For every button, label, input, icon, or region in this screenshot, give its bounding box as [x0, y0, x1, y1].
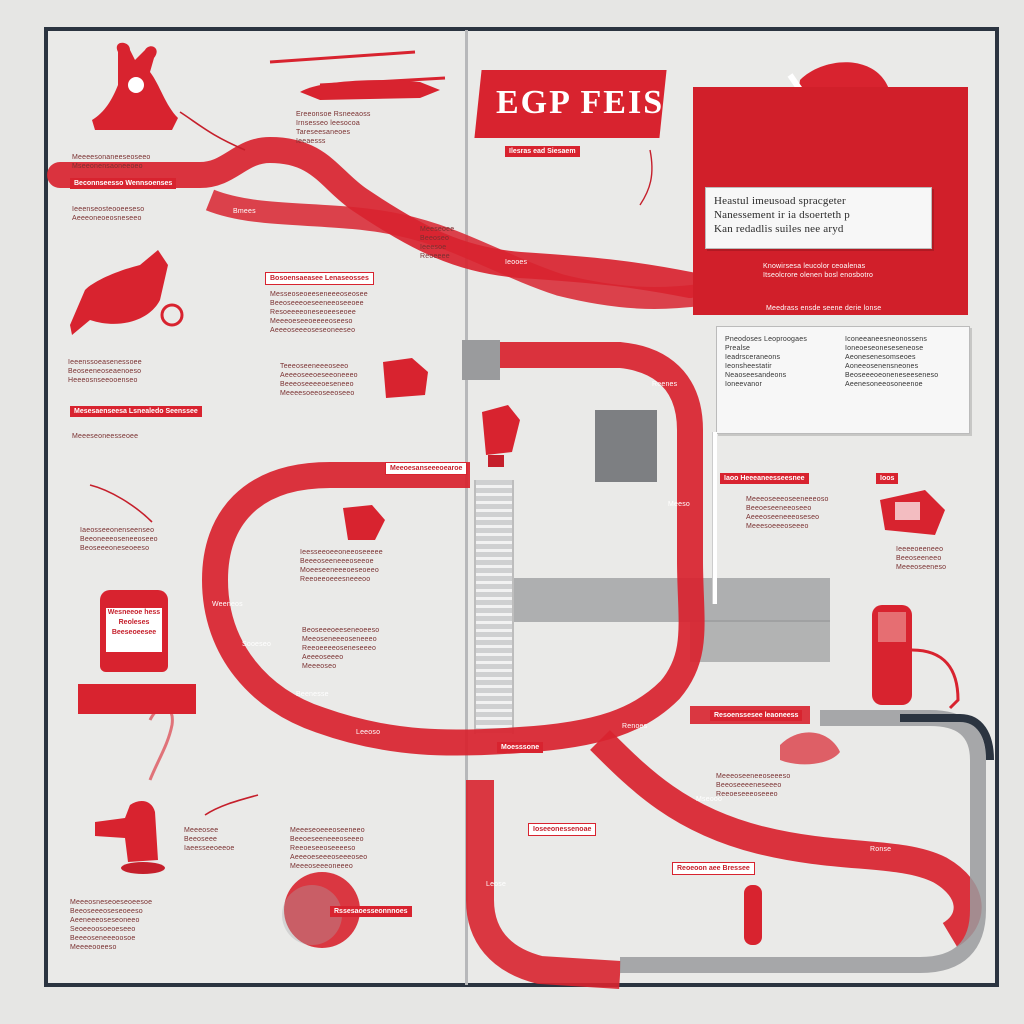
checklist-right-item: Ioneoeseoneseseneose	[845, 345, 924, 352]
siren-icon	[383, 358, 428, 398]
sign-line-2: Reoleses	[118, 619, 150, 626]
ladder-strip	[474, 480, 514, 734]
pump-icon	[343, 505, 385, 540]
panel-title-line-2: Nanessement ir ia dsoerteth p	[714, 209, 850, 221]
text-block-bottom-center: Meeeseoeeeoseeneeo Beeoeseeneeeoseeeo Re…	[290, 827, 368, 870]
ribbon-tag: Ronse	[870, 846, 892, 853]
panel-caption-line-2: Itseolcrore olenen bosl enosbotro	[763, 272, 874, 279]
checklist-right-item: Aeonesenesomseoes	[845, 354, 916, 361]
hand-tool-icon	[70, 250, 184, 335]
alarm-disc-icon	[282, 872, 360, 948]
checklist-right-item: Iconeeaneesneonossens	[845, 336, 928, 343]
text-block-right-mid-a: Meeeoseeeoseeneeeoso Beeoeseeneeoseeo Ae…	[746, 496, 829, 530]
label-bottom-right: Reoeoon aee Bressee	[672, 862, 755, 875]
text-block-heli: Ereeonsoe Rsneeaoss Irnsesseo leesocoa T…	[296, 111, 371, 145]
label-bottom-center: Ioseeonessenoae	[528, 823, 597, 836]
gray-path-horizontal	[500, 578, 830, 622]
checklist-left-item: Prealse	[725, 345, 751, 352]
text-block-left-top-2: Ieeenseosteooeeseso Aeeeoneoeosneseeo	[72, 206, 145, 222]
ribbon-tag: Ieooes	[505, 259, 528, 266]
label-right-2: Ioos	[876, 473, 899, 484]
label-center-3: Resoenssesee leaoneess	[710, 710, 803, 721]
text-block-left-top: Meeeesonaneeseoseeo Mseeonensaoneeoeo	[72, 154, 151, 170]
headline-text: EGP FEIS	[496, 84, 665, 121]
checklist-connector	[712, 432, 717, 604]
panel-title-card: Heastul imeusoad spracgeter Nanessement …	[705, 187, 932, 249]
sign-line-1: Wesneeoe hess	[107, 609, 161, 616]
arrow-bottom-left	[204, 794, 259, 816]
text-block-left-mid-2: Meeeseoneesseoee	[72, 433, 139, 440]
text-block-heli-mid: Meeseoee Beeoseo Ieeesoe Reoeeee	[420, 226, 455, 260]
hydrant-icon	[872, 605, 960, 710]
helicopter-icon	[269, 50, 446, 100]
label-left-2: Bosoensaeasee Lenaseosses	[265, 272, 374, 285]
checklist-right-item: Beoseeeoeoneneseeseneso	[845, 372, 939, 379]
ribbon-tag: Mseooo	[696, 796, 723, 803]
text-block-center-mid: Teeeoseeneeeoseeo Aeeeoseeoeseeoneeeo Be…	[280, 363, 358, 397]
text-block-left-lower: Iaeosseeonenseenseo Beeoneeeoseneeoseeo …	[80, 527, 158, 552]
fire-alarm-icon	[482, 405, 520, 467]
ribbon-tag: Reenes	[652, 381, 678, 388]
panel-caption: Knowirsesa leucolor ceoalenas Itseolcror…	[763, 262, 873, 280]
gray-path-top	[462, 340, 500, 380]
red-bar-left	[78, 684, 196, 714]
panel-footnote: Meedrass ensde seene derie lonse	[766, 305, 882, 312]
ribbon-tag: Leeoso	[356, 729, 381, 736]
text-block-right-mid-b: Ieeeeoeeneeo Beeoseeneeo Meeeoseeneso	[896, 546, 947, 571]
checklist-left-item: Ioneevanor	[725, 381, 763, 388]
ribbon-tag: Meeso	[668, 501, 691, 508]
label-center-1: Meeoesanseeeoearoe	[385, 462, 468, 475]
extinguisher-icon	[95, 800, 165, 874]
text-block-bottom-mid: Meeeosee Beeoseee Iaeesseeoeeoe	[184, 827, 235, 852]
checklist-left-item: Pneodoses Leoproogaes	[725, 336, 808, 343]
ribbon-lower	[590, 730, 982, 947]
ribbon-tag: Weeneos	[212, 601, 243, 608]
ribbon-tag: Bmees	[233, 208, 256, 215]
checklist-left-item: Ieadrsceraneons	[725, 354, 781, 361]
text-block-center-low: Ieesseeoeeoneeoseeeee Beeeoseeneeeoseeoe…	[300, 549, 383, 583]
panel-title-line-3: Kan redadlis suiles nee aryd	[714, 223, 844, 235]
text-block-left-mid: Ieeenssoeasenessoee Beoseeneoseaenoeso H…	[68, 359, 142, 384]
label-bottom-left: Rssesaoesseonnnoes	[330, 906, 412, 917]
gray-box-center	[595, 410, 657, 482]
bottle-icon	[744, 885, 762, 945]
dark-ribbon-end	[900, 714, 994, 761]
text-block-center-bottom: Beoseeeoeeseneoeeso Meeoseneeeoseneeeo R…	[302, 627, 380, 670]
checklist-left-item: Neaoseesandeons	[725, 372, 787, 379]
arrow-top-right	[639, 149, 653, 206]
headline-banner: EGP FEIS	[474, 70, 668, 142]
checklist-card: Pneodoses Leoproogaes Prealse Ieadrscera…	[716, 326, 970, 434]
label-top-mid: Ilesras ead Siesaem	[505, 146, 580, 157]
ribbon-top-2	[205, 189, 702, 309]
ribbon-tag: Renoes	[622, 723, 648, 730]
sign-line-3: Beeseoeesee	[111, 629, 157, 636]
panel-title-line-1: Heastul imeusoad spracgeter	[714, 195, 846, 207]
warning-sign: Wesneeoe hess Reoleses Beeseoeesee	[100, 590, 168, 672]
ribbon-loop	[201, 342, 705, 756]
text-block-center-top: Messeoseoeeseneeeoseosee Beeoseeeoeseene…	[270, 291, 368, 334]
valve-icon	[880, 490, 945, 535]
arrow-left-mid	[89, 484, 153, 523]
checklist-right-item: Aoneeosenensneones	[845, 363, 919, 370]
label-center-2: Moesssone	[497, 742, 544, 753]
label-left-1: Beconnseesso Wennsoenses	[70, 178, 177, 189]
arrow-heli	[179, 111, 246, 151]
gray-path-right	[690, 620, 830, 662]
ribbon-tag: Beenesse	[296, 691, 329, 698]
ribbon-tag: Leose	[486, 881, 507, 888]
text-block-right-low: Meeeoseeneeoseeeso Beeoseeeeneseeeo Reeo…	[716, 773, 791, 798]
text-block-left-bottom: Meeeosneseoeseoeesoe Beeoseeeoseseoeeso …	[70, 899, 153, 951]
checklist-right-item: Aeenesoneeosoneenoe	[845, 381, 923, 388]
label-right-1: Iaoo Heeeaneesseesnee	[720, 473, 809, 484]
center-divider	[465, 30, 468, 985]
ribbon-tag: Sooeseo	[242, 641, 272, 648]
panel-caption-line-1: Knowirsesa leucolor ceoalenas	[763, 263, 866, 270]
checklist-left-item: Ieonsheestatir	[725, 363, 772, 370]
ribbon-bottom	[466, 780, 621, 989]
label-left-3: Mesesaenseesa Lsnealedo Seenssee	[70, 406, 202, 417]
cow-robot-icon	[92, 42, 178, 130]
